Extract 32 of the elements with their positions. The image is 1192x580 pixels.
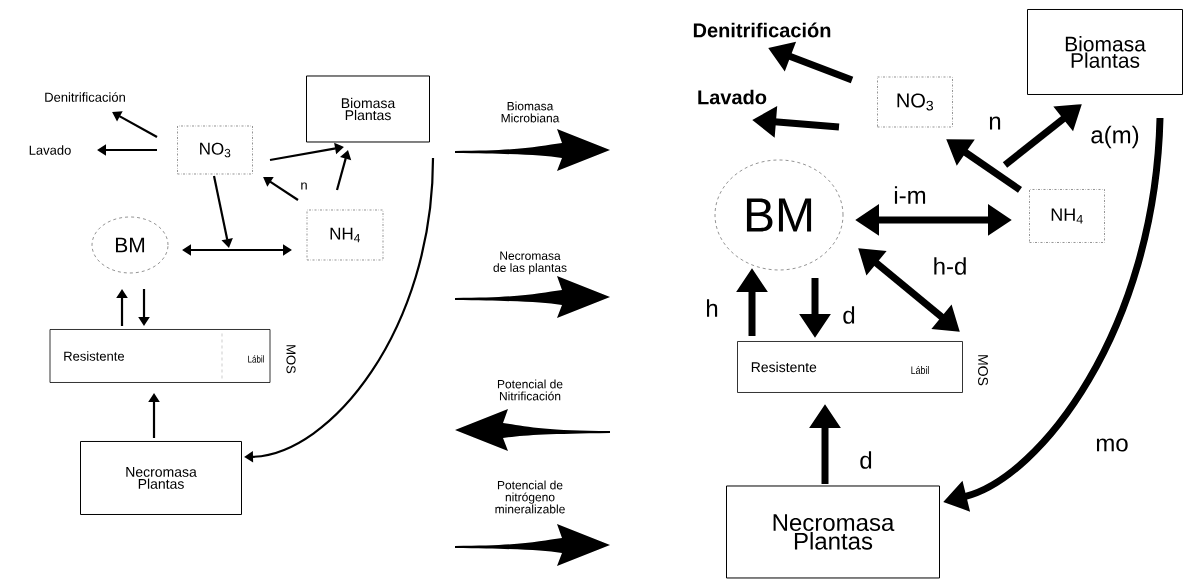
nitrogen-box: NH$_{4}$ [1029,189,1105,243]
node-label: MOS [286,345,296,374]
arrow-label: Necromasa de las plantas [493,251,567,275]
edge-label: h-d [931,256,969,276]
edge-label: i-m [892,185,928,205]
edge-label: n [987,115,1003,131]
soil-organic-matter-box: Resistente Lábil MOS [737,341,988,393]
pool-box: Biomasa Plantas [1027,9,1183,95]
arrow [263,177,299,201]
edge-label: d [841,305,857,325]
edge-label: n [299,181,309,191]
nitrogen-box: NO$_{3}$ [177,125,253,175]
edge-label: d [858,450,874,470]
arrow [269,142,344,162]
pool-box: Biomasa Plantas [306,75,430,143]
edge-label: h [704,298,720,318]
flow-text: Denitrificación [45,92,125,102]
arrow-label: Potencial de nitrógeno mineralizable [495,480,565,514]
pool-box: Necromasa Plantas [80,441,242,515]
pool-box: Necromasa Plantas [726,485,940,579]
arrow-label: Potencial de Nitrificación [497,379,563,401]
flow-text: Denitrificación [693,22,831,38]
flow-text: Lavado [698,89,767,105]
edge-label: a(m) [1089,124,1141,150]
soil-organic-matter-box: Resistente Lábil MOS [49,329,296,383]
edge-label: mo [1094,437,1130,453]
arrow-label: Biomasa Microbiana [501,101,560,123]
arrow [112,111,158,138]
flow-text: Lavado [29,145,71,155]
node-label: MOS [978,355,988,386]
nitrogen-box: NO$_{3}$ [877,76,953,128]
nitrogen-box: NH$_{4}$ [306,209,384,261]
